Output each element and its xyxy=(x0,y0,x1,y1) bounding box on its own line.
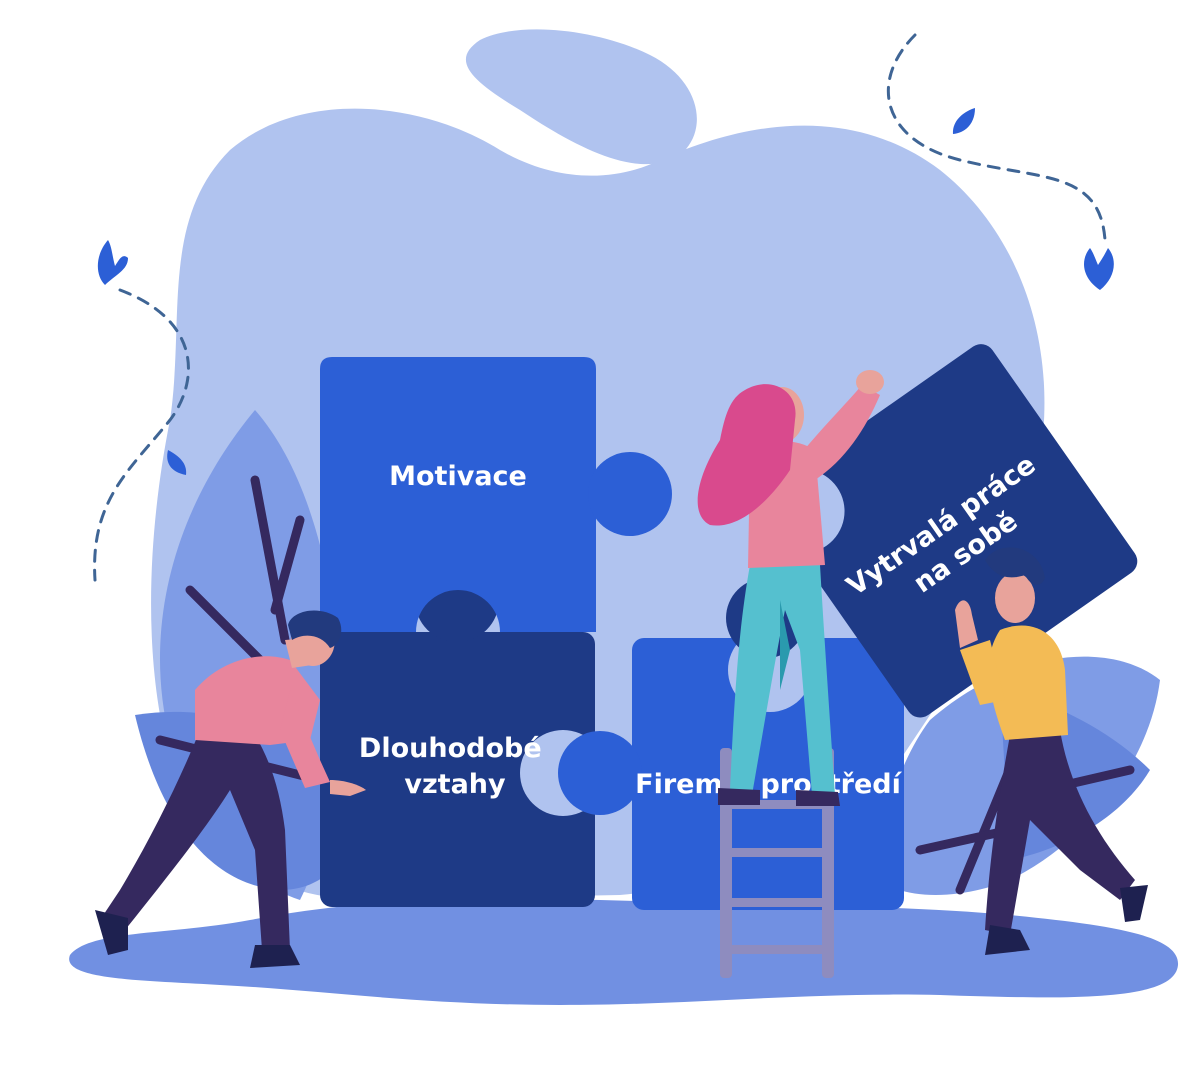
person-left-pushing xyxy=(95,610,366,968)
petal-icon xyxy=(952,108,975,134)
piece-label-firemni: Firemní prostředí xyxy=(635,769,902,800)
dashed-flight-paths xyxy=(93,33,1107,582)
ground-shadow xyxy=(69,898,1179,1005)
cloud-top-lobe xyxy=(465,29,697,165)
person-woman-on-ladder xyxy=(697,370,884,806)
petal-icon xyxy=(1084,248,1114,290)
piece-label-line: Dlouhodobé xyxy=(359,733,542,764)
piece-label-motivace: Motivace xyxy=(389,461,527,492)
petal-icon xyxy=(97,240,128,285)
person-right-carrying xyxy=(955,547,1148,955)
puzzle-piece-motivace: Motivace xyxy=(320,357,672,632)
petal-icon xyxy=(167,450,187,475)
piece-label-line: vztahy xyxy=(404,769,506,800)
piece-label-dlouhodobe: Dlouhodobé vztahy xyxy=(359,733,551,800)
